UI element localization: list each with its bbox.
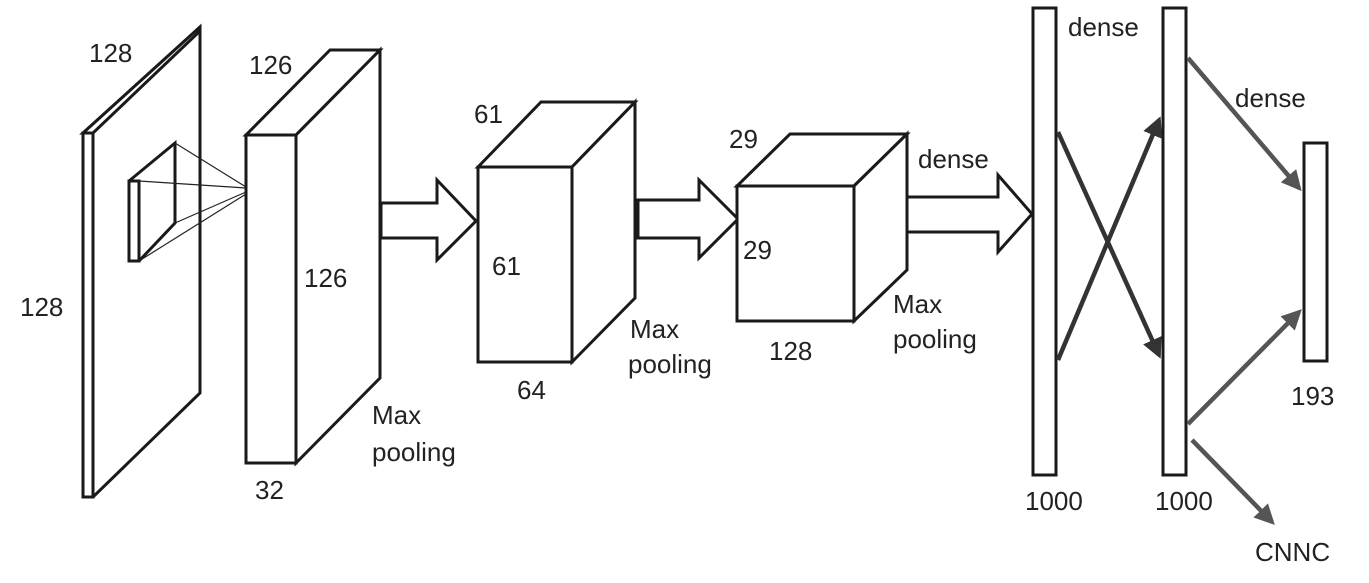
- dense-cross-connections: [1055, 116, 1163, 361]
- conv3-side-label: 29: [743, 235, 772, 265]
- cnnc-label: CNNC: [1255, 537, 1330, 567]
- input-width-label: 128: [89, 38, 132, 68]
- conv1-side-label: 126: [304, 263, 347, 293]
- dense1-layer: [1031, 6, 1058, 477]
- output-connections: [1186, 56, 1302, 525]
- dense-label-3: dense: [1235, 83, 1306, 113]
- dense2-layer: [1161, 6, 1188, 477]
- conv1-depth-label: 32: [255, 475, 284, 505]
- input-layer: 128 128: [20, 23, 247, 499]
- conv3-block: 29 29 128 Max pooling: [729, 124, 977, 366]
- conv3-pool-label-pooling: pooling: [893, 324, 977, 354]
- output-arrow-bottom: [1186, 309, 1302, 426]
- conv2-block: 61 61 64 Max pooling: [474, 98, 712, 405]
- conv1-pool-label-max: Max: [372, 400, 421, 430]
- block-arrow-1: [379, 176, 479, 264]
- conv2-side-label: 61: [492, 251, 521, 281]
- conv3-depth-label: 128: [769, 336, 812, 366]
- conv1-block: 126 126 32 Max pooling: [242, 46, 456, 505]
- block-arrow-2: [636, 176, 741, 262]
- cnnc-arrow: [1190, 438, 1275, 525]
- output-layer: [1302, 141, 1329, 363]
- conv2-depth-label: 64: [517, 375, 546, 405]
- receptive-field: [127, 139, 247, 263]
- conv2-pool-label-pooling: pooling: [628, 349, 712, 379]
- conv3-pool-label-max: Max: [893, 289, 942, 319]
- conv3-top-label: 29: [729, 124, 758, 154]
- dense-label-1: dense: [918, 144, 989, 174]
- conv1-top-label: 126: [249, 50, 292, 80]
- cross-arrow-up: [1055, 116, 1163, 361]
- input-height-label: 128: [20, 292, 63, 322]
- conv1-pool-label-pooling: pooling: [372, 437, 456, 467]
- dense1-size-label: 1000: [1025, 486, 1083, 516]
- block-arrow-3: [905, 170, 1035, 256]
- dense-label-2: dense: [1068, 12, 1139, 42]
- dense2-size-label: 1000: [1155, 486, 1213, 516]
- output-arrow-top: [1186, 56, 1302, 192]
- conv2-pool-label-max: Max: [630, 314, 679, 344]
- conv2-top-label: 61: [474, 99, 503, 129]
- output-size-label: 193: [1291, 381, 1334, 411]
